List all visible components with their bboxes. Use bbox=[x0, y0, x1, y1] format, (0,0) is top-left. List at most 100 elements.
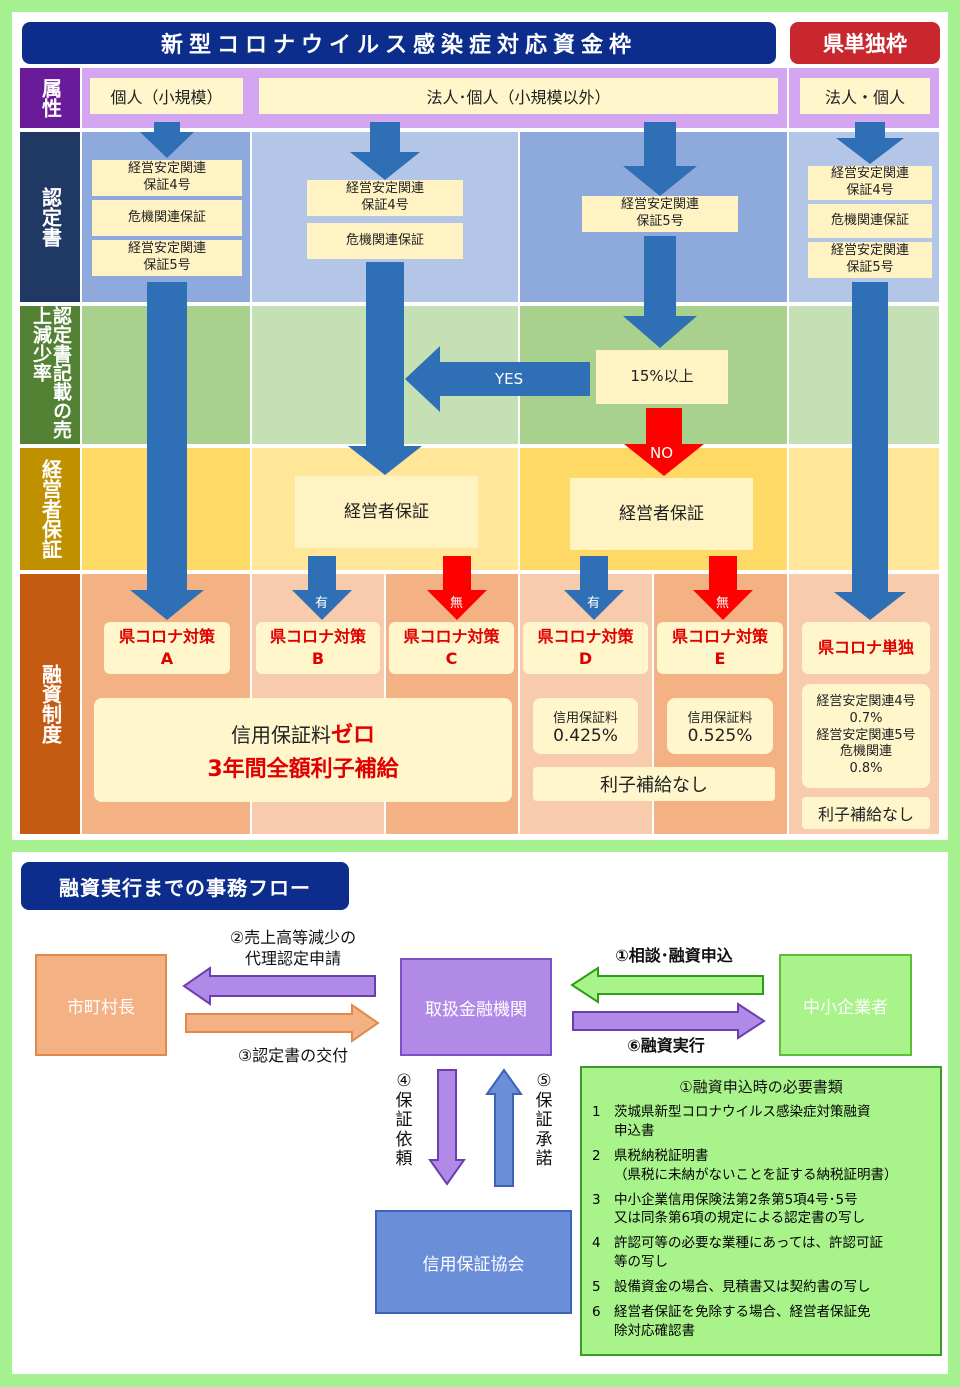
flow-title: 融資実行までの事務フロー bbox=[21, 862, 349, 910]
document-num: 1 bbox=[592, 1104, 601, 1120]
documents-box: ①融資申込時の必要書類 1 茨城県新型コロナウイルス感染症対策融資 申込書 2 … bbox=[580, 1066, 942, 1356]
label-without-right: 無 bbox=[716, 596, 730, 611]
arrow-a-long bbox=[130, 282, 204, 620]
row-label-guarantor: 経営者保証 bbox=[20, 448, 80, 570]
row-label-certificate: 認定書 bbox=[20, 132, 80, 302]
full-interest-subsidy: 3年間全額利子補給 bbox=[207, 757, 399, 782]
arrow-a-top bbox=[140, 122, 194, 158]
document-item: 2 県税納税証明書 （県税に未納がないことを証する納税証明書） bbox=[592, 1147, 934, 1185]
label-with-left: 有 bbox=[315, 596, 329, 611]
step2-label: ②売上高等減少の 代理認定申請 bbox=[229, 928, 357, 968]
cert-b-1: 経営安定関連 保証4号 bbox=[307, 180, 463, 216]
arrow-b-long bbox=[348, 262, 422, 475]
row-label-attribute: 属性 bbox=[20, 68, 80, 128]
attribute-small: 個人（小規模） bbox=[90, 78, 243, 114]
zero-fee-line: 信用保証料ゼロ bbox=[231, 717, 375, 749]
cert-pref-3: 経営安定関連 保証5号 bbox=[808, 242, 932, 278]
label-with-right: 有 bbox=[587, 596, 601, 611]
guarantor-box-right: 経営者保証 bbox=[570, 478, 753, 550]
zero-fee-prefix: 信用保証料 bbox=[230, 723, 331, 747]
fee-e-label: 信用保証料 bbox=[687, 710, 753, 726]
documents-list: 1 茨城県新型コロナウイルス感染症対策融資 申込書 2 県税納税証明書 （県税に… bbox=[582, 1103, 940, 1341]
document-text: 茨城県新型コロナウイルス感染症対策融資 申込書 bbox=[614, 1104, 871, 1139]
cert-a-1: 経営安定関連 保証4号 bbox=[92, 160, 242, 196]
document-num: 3 bbox=[592, 1191, 601, 1208]
document-num: 2 bbox=[592, 1147, 601, 1164]
arrow-step2 bbox=[182, 966, 376, 1006]
product-e: 県コロナ対策 E bbox=[657, 622, 783, 674]
arrow-without-right bbox=[693, 556, 753, 620]
product-d: 県コロナ対策 D bbox=[523, 622, 648, 674]
label-without-left: 無 bbox=[450, 596, 464, 611]
fee-d-value: 0.425% bbox=[553, 725, 618, 746]
document-item: 1 茨城県新型コロナウイルス感染症対策融資 申込書 bbox=[592, 1103, 934, 1141]
arrow-no bbox=[624, 408, 704, 476]
main-title: 新型コロナウイルス感染症対応資金枠 bbox=[22, 22, 776, 64]
cert-a-2: 危機関連保証 bbox=[92, 200, 242, 236]
step4-label: ④ 保 証 依 頼 bbox=[395, 1071, 413, 1170]
document-text: 中小企業信用保険法第2条第5項4号･5号 又は同条第6項の規定による認定書の写し bbox=[614, 1191, 866, 1227]
attribute-non-small: 法人･個人（小規模以外） bbox=[259, 78, 778, 114]
document-item: 5 設備資金の場合、見積書又は契約書の写し bbox=[592, 1278, 934, 1297]
arrow-step5 bbox=[485, 1068, 523, 1187]
fee-e-value: 0.525% bbox=[687, 725, 753, 746]
cert-pref-2: 危機関連保証 bbox=[808, 204, 932, 238]
arrow-step4 bbox=[428, 1069, 466, 1186]
arrow-step1 bbox=[570, 966, 764, 1004]
label-yes: YES bbox=[495, 370, 524, 388]
document-text: 許認可等の必要な業種にあっては、許認可証 等の写し bbox=[614, 1235, 884, 1271]
arrow-with-left bbox=[292, 556, 352, 620]
mayor-box: 市町村長 bbox=[35, 954, 167, 1056]
product-b: 県コロナ対策 B bbox=[256, 622, 380, 674]
cert-b-2: 危機関連保証 bbox=[307, 223, 463, 259]
document-num: 5 bbox=[592, 1279, 601, 1296]
cert-a-3: 経営安定関連 保証5号 bbox=[92, 240, 242, 276]
product-a: 県コロナ対策 A bbox=[104, 622, 230, 674]
documents-title: ①融資申込時の必要書類 bbox=[679, 1078, 843, 1096]
zero-fee-word: ゼロ bbox=[330, 723, 375, 748]
step5-label: ⑤ 保 証 承 諾 bbox=[535, 1071, 553, 1170]
arrow-step3 bbox=[185, 1003, 380, 1043]
arrow-pref-long bbox=[834, 282, 906, 620]
cert-c-1: 経営安定関連 保証5号 bbox=[582, 196, 738, 232]
arrow-yes bbox=[405, 346, 590, 412]
step6-label: ⑥融資実行 bbox=[627, 1036, 705, 1055]
decline-threshold: 15%以上 bbox=[596, 350, 728, 404]
document-item: 6 経営者保証を免除する場合、経営者保証免 除対応確認書 bbox=[592, 1303, 934, 1341]
arrow-c-top bbox=[623, 122, 697, 196]
row-label-sales-decline: 認定書記載の売上減少率 bbox=[20, 306, 80, 444]
de-no-subsidy: 利子補給なし bbox=[533, 767, 775, 801]
document-text: 設備資金の場合、見積書又は契約書の写し bbox=[614, 1279, 871, 1296]
cert-pref-1: 経営安定関連 保証4号 bbox=[808, 166, 932, 200]
product-c: 県コロナ対策 C bbox=[389, 622, 514, 674]
guarantee-assoc-box: 信用保証協会 bbox=[375, 1210, 572, 1314]
arrow-step6 bbox=[572, 1002, 766, 1040]
step3-label: ③認定書の交付 bbox=[237, 1046, 349, 1065]
document-num: 6 bbox=[592, 1304, 601, 1321]
guarantor-box-left: 経営者保証 bbox=[295, 476, 478, 548]
pref-fee-box: 経営安定関連4号 0.7% 経営安定関連5号 危機関連 0.8% bbox=[802, 684, 930, 788]
sme-box: 中小企業者 bbox=[779, 954, 912, 1056]
fee-e-box: 信用保証料 0.525% bbox=[667, 698, 773, 754]
attribute-prefecture: 法人・個人 bbox=[800, 78, 930, 114]
bank-box: 取扱金融機関 bbox=[400, 958, 552, 1056]
pref-no-subsidy: 利子補給なし bbox=[802, 797, 930, 829]
arrow-c-mid bbox=[623, 236, 697, 348]
arrow-pref-top bbox=[836, 122, 904, 164]
fee-d-label: 信用保証料 bbox=[552, 710, 618, 726]
zero-fee-box: 信用保証料ゼロ 3年間全額利子補給 bbox=[94, 698, 512, 802]
arrow-with-right bbox=[564, 556, 624, 620]
prefecture-title: 県単独枠 bbox=[790, 22, 940, 64]
arrow-without-left bbox=[427, 556, 487, 620]
document-text: 県税納税証明書 （県税に未納がないことを証する納税証明書） bbox=[614, 1147, 898, 1183]
arrow-b-top bbox=[350, 122, 420, 180]
document-item: 3 中小企業信用保険法第2条第5項4号･5号 又は同条第6項の規定による認定書の… bbox=[592, 1191, 934, 1229]
document-item: 4 許認可等の必要な業種にあっては、許認可証 等の写し bbox=[592, 1234, 934, 1272]
step1-label: ①相談･融資申込 bbox=[615, 946, 733, 965]
document-text: 経営者保証を免除する場合、経営者保証免 除対応確認書 bbox=[614, 1304, 871, 1339]
row-label-financing: 融資制度 bbox=[20, 574, 80, 834]
product-pref: 県コロナ単独 bbox=[802, 622, 930, 674]
label-no: NO bbox=[650, 444, 674, 462]
